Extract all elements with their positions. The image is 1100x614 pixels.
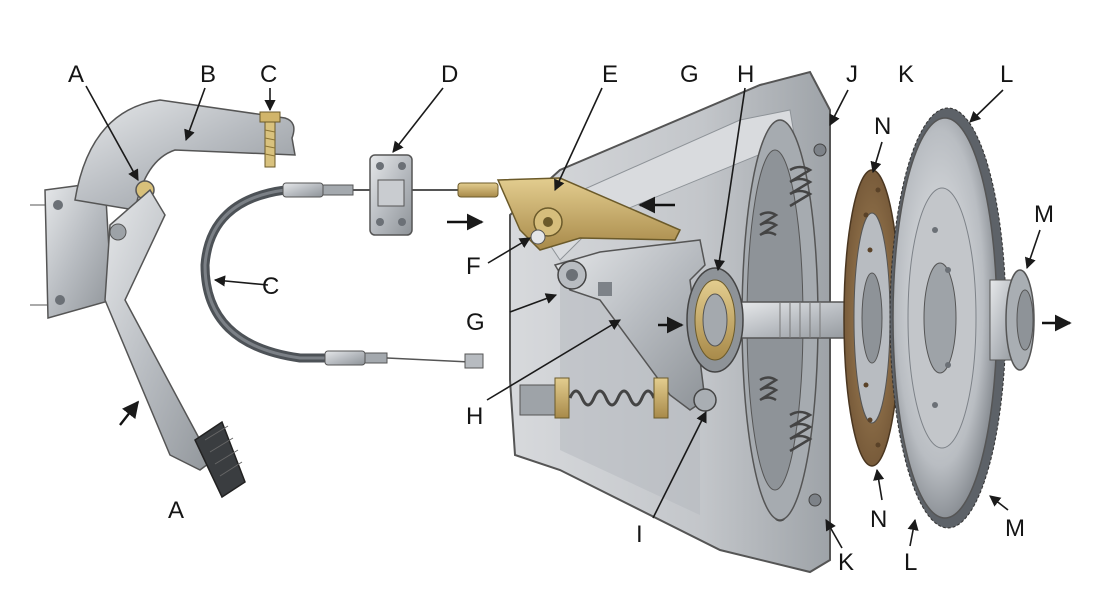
crankshaft-flange [989,269,1035,371]
label-j: J [846,61,858,88]
label-c-bolt: C [260,61,277,88]
label-h-lower: H [466,403,483,430]
label-d: D [441,61,458,88]
label-h-top: H [737,61,754,88]
label-k-top: K [898,61,914,88]
release-lever-arm [457,177,682,251]
clutch-disc [843,169,901,467]
label-b: B [200,61,216,88]
label-k-bottom: K [838,549,854,576]
pressure-springs [759,165,813,453]
label-l-bottom: L [904,549,917,576]
label-g-fork: G [466,309,485,336]
release-bearing [686,267,744,373]
adjusting-bolt [259,111,281,168]
lever-pin [530,229,546,245]
clutch-cable [200,182,484,369]
fork-pivot-stud [693,388,717,412]
label-e: E [602,61,618,88]
release-fork [553,239,717,412]
label-m-top: M [1034,201,1054,228]
label-l-top: L [1000,61,1013,88]
arrow-pedal-push [119,400,140,426]
label-c-cable: C [262,273,279,300]
label-a-bottom: A [168,497,184,524]
return-spring [519,377,669,419]
label-g-top: G [680,61,699,88]
pedal-pad [194,420,246,499]
pedal-assembly [30,99,296,499]
label-n-bottom: N [870,506,887,533]
label-m-bottom: M [1005,515,1025,542]
label-i: I [636,521,643,548]
label-f: F [466,253,481,280]
cable-clip-bracket [369,154,413,236]
label-n-top: N [874,113,891,140]
flywheel [889,107,1007,529]
pedal-bracket [74,99,296,211]
motion-arrows [119,196,1072,426]
part-labels: A B C C D E F G G H H I J K K L L M M N … [68,61,1054,576]
leader-lines [85,85,1041,549]
label-a-top: A [68,61,84,88]
